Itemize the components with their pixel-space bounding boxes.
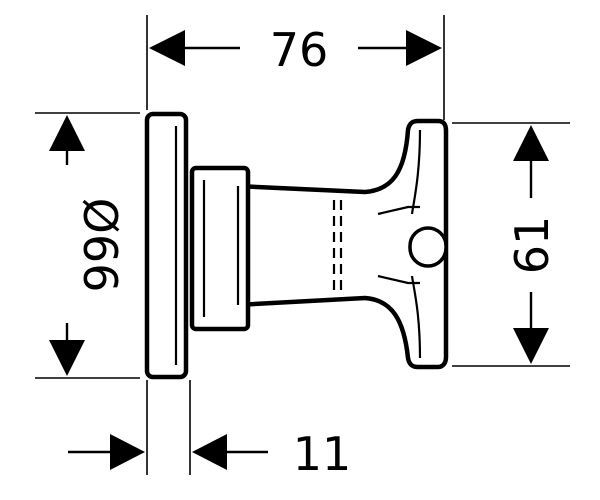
dimension-height: 61 [505, 125, 559, 364]
handle-slot [408, 226, 448, 268]
arrow-top [513, 125, 549, 161]
arrow-bottom [49, 340, 85, 376]
dimension-diameter-label: Ø66 [73, 198, 127, 293]
dimension-width: 76 [149, 23, 442, 77]
dimension-flange-label: 11 [293, 427, 352, 481]
dimension-height-label: 61 [505, 216, 559, 275]
detail-lines [174, 126, 422, 365]
arrow-top [49, 115, 85, 151]
handle-body [233, 118, 449, 370]
valve-handle-outline [144, 111, 449, 380]
arrow-left [149, 30, 185, 66]
dimension-flange: 11 [68, 427, 351, 481]
flange [144, 111, 189, 380]
arrow-right [110, 434, 145, 470]
arrow-right [406, 30, 442, 66]
dimension-width-label: 76 [270, 23, 329, 77]
dimension-diameter: Ø66 [49, 115, 127, 376]
extension-lines [35, 15, 570, 475]
arrow-bottom [513, 328, 549, 364]
collar [189, 165, 251, 332]
arrow-left [192, 434, 227, 470]
